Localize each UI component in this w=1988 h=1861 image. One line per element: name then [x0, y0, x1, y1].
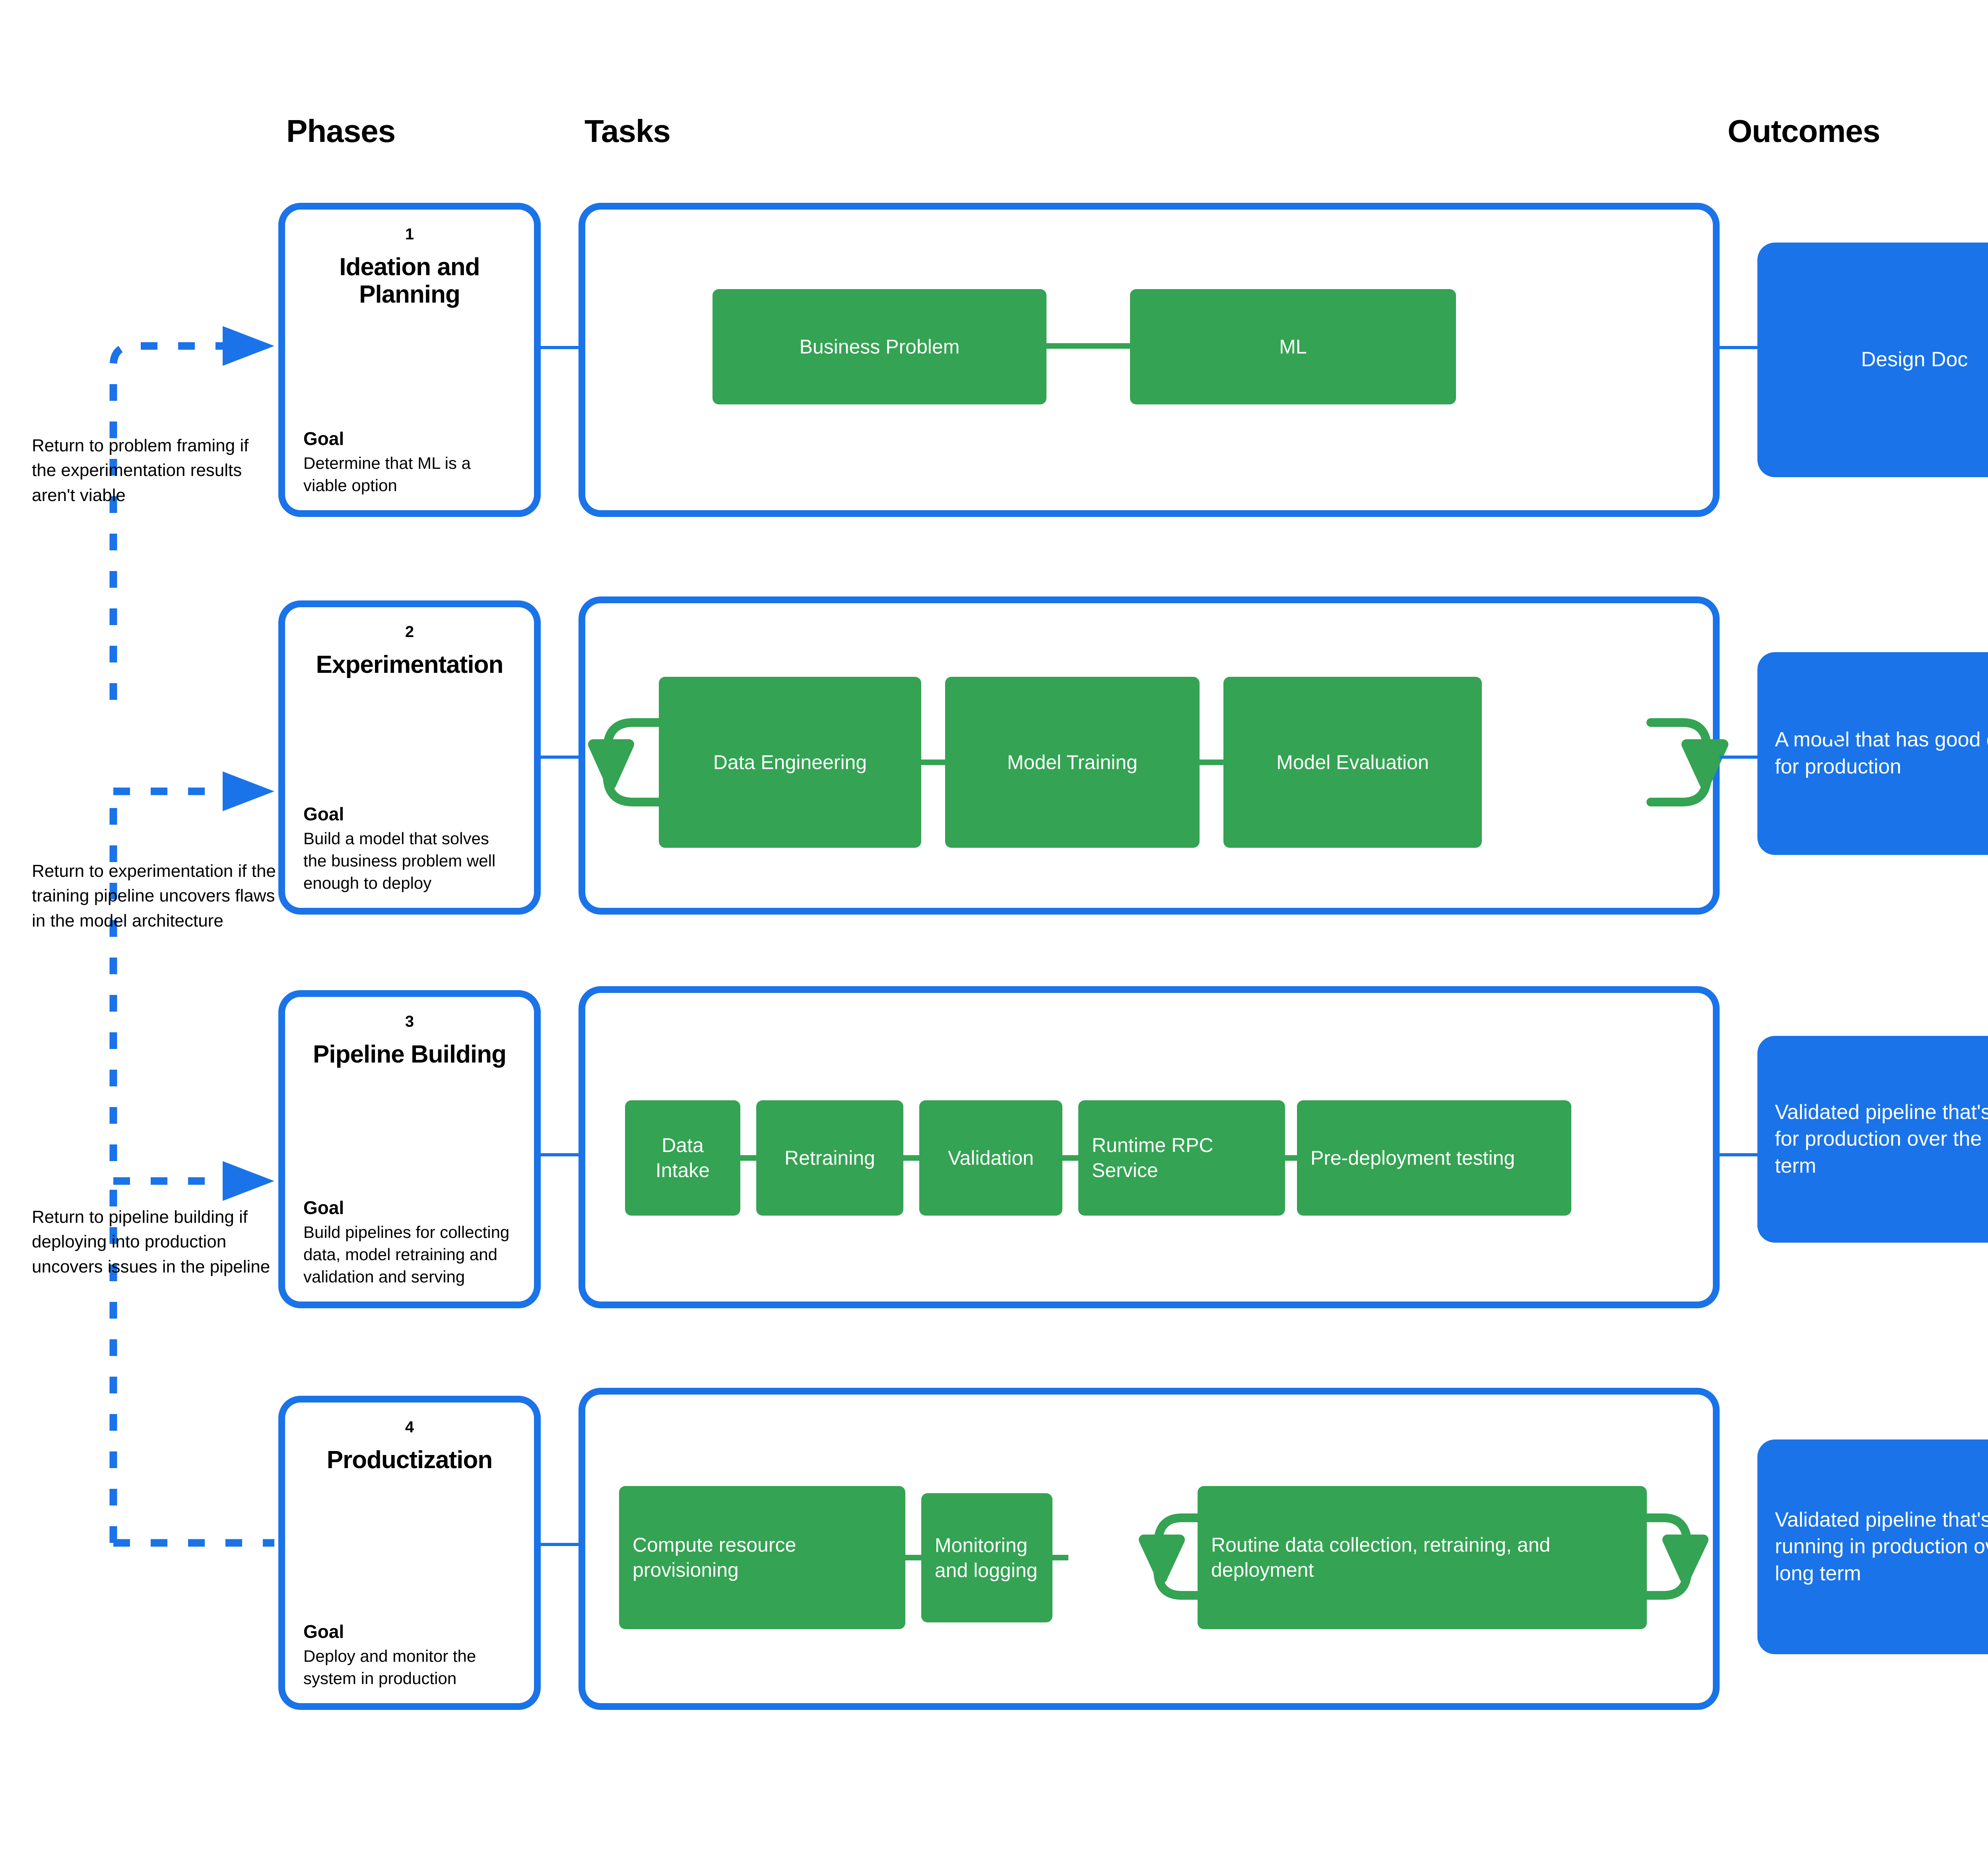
phase-card-4[interactable]: 4 Productization Goal Deploy and monitor…	[278, 1396, 541, 1710]
task-connector	[903, 1155, 919, 1161]
connector-tasks-outcome-3	[1720, 1153, 1759, 1156]
connector-phase3-tasks	[541, 1153, 580, 1156]
task-connector	[1052, 1555, 1068, 1560]
phase-number: 2	[405, 623, 414, 641]
connector-phase4-tasks	[541, 1543, 580, 1546]
connector-tasks-outcome-2	[1720, 756, 1759, 759]
tasks-container-3: Data Intake Retraining Validation Runtim…	[579, 986, 1720, 1308]
task-box[interactable]: Business Problem	[712, 289, 1046, 404]
task-box[interactable]: ML	[1130, 289, 1456, 404]
return-arrow-right	[1785, 702, 1988, 742]
phase-card-3[interactable]: 3 Pipeline Building Goal Build pipelines…	[278, 990, 541, 1308]
annotation-return-to-problem-framing: Return to problem framing if the experim…	[32, 436, 249, 505]
loop-arrow-left-icon	[588, 718, 1728, 806]
task-box[interactable]: Routine data collection, retraining, and…	[1198, 1486, 1647, 1629]
column-header-phases: Phases	[286, 113, 396, 149]
tasks-container-4: Compute resource provisioning Monitoring…	[579, 1388, 1720, 1710]
task-connector	[1046, 343, 1130, 349]
task-box[interactable]: Data Engineering	[659, 677, 921, 848]
tasks-container-1: Business Problem ML	[579, 203, 1720, 517]
task-connector	[905, 1555, 921, 1560]
connector-phase2-tasks	[541, 756, 580, 759]
task-box[interactable]: Compute resource provisioning	[619, 1486, 905, 1629]
outcome-box-3[interactable]: Validated pipeline that's ready for prod…	[1757, 1036, 1988, 1243]
task-box[interactable]: Model Training	[945, 677, 1200, 848]
goal-label: Goal	[303, 428, 344, 449]
goal-text: Determine that ML is a viable option	[303, 454, 471, 495]
goal-label: Goal	[303, 1621, 344, 1642]
return-arrows-left	[109, 326, 274, 1547]
connector-tasks-outcome-1	[1720, 346, 1759, 349]
arrowhead-icon	[1785, 702, 1837, 742]
task-connector	[921, 760, 945, 765]
task-connector	[1062, 1155, 1078, 1161]
phase-card-2[interactable]: 2 Experimentation Goal Build a model tha…	[278, 600, 541, 915]
task-box[interactable]: Validation	[919, 1100, 1062, 1216]
arrowhead-icon	[223, 1161, 274, 1201]
annotation-return-to-pipeline-building: Return to pipeline building if deploying…	[32, 1207, 270, 1276]
task-box[interactable]: Model Evaluation	[1223, 677, 1482, 848]
phase-number: 1	[405, 225, 414, 243]
phase-title: Productization	[326, 1446, 493, 1474]
goal-text: Build pipelines for collecting data, mod…	[303, 1223, 510, 1286]
loop-arrow-right-icon	[1139, 1513, 1708, 1600]
outcome-box-2[interactable]: A model that has good quality for produc…	[1757, 652, 1988, 855]
goal-label: Goal	[303, 1197, 344, 1218]
goal-label: Goal	[303, 804, 344, 825]
outcome-box-4[interactable]: Validated pipeline that's running in pro…	[1757, 1439, 1988, 1654]
task-box[interactable]: Retraining	[756, 1100, 903, 1216]
task-box[interactable]: Monitoring and logging	[921, 1493, 1052, 1622]
tasks-container-2: Data Engineering Model Training Model Ev…	[579, 596, 1728, 915]
goal-text: Deploy and monitor the system in product…	[303, 1647, 476, 1688]
phase-card-1[interactable]: 1 Ideation and Planning Goal Determine t…	[278, 203, 541, 517]
arrowhead-icon	[223, 326, 274, 366]
arrowhead-icon	[223, 771, 274, 811]
phase-title: Pipeline Building	[313, 1041, 507, 1068]
goal-text: Build a model that solves the business p…	[303, 829, 496, 893]
connector-phase1-tasks	[541, 346, 580, 349]
column-header-tasks: Tasks	[584, 113, 671, 149]
outcome-box-1[interactable]: Design Doc	[1757, 243, 1988, 477]
phase-title: Ideation and Planning	[339, 253, 480, 309]
phase-number: 3	[405, 1013, 414, 1030]
task-connector	[1285, 1155, 1297, 1161]
task-box[interactable]: Pre-deployment testing	[1297, 1100, 1571, 1216]
phase-number: 4	[405, 1418, 414, 1436]
annotation-return-to-experimentation: Return to experimentation if the trainin…	[32, 861, 276, 930]
column-header-outcomes: Outcomes	[1728, 113, 1880, 149]
task-box[interactable]: Runtime RPC Service	[1078, 1100, 1285, 1216]
task-connector	[1200, 760, 1223, 765]
phase-title: Experimentation	[316, 651, 504, 678]
task-connector	[740, 1155, 756, 1161]
task-box[interactable]: Data Intake	[625, 1100, 740, 1216]
